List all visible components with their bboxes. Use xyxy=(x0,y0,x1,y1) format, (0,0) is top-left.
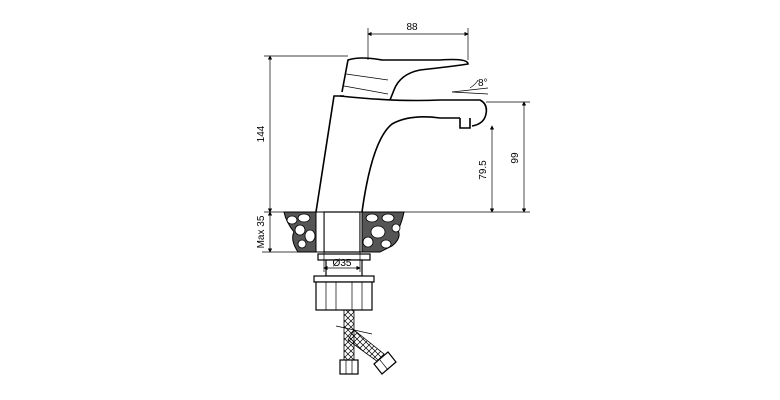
label-outlet-height: 99 xyxy=(510,152,521,164)
countertop-left xyxy=(283,211,317,253)
dimension-lever-angle: 8° xyxy=(451,78,489,95)
dimension-hole-diameter: Ø35 xyxy=(323,252,361,272)
faucet-body xyxy=(315,95,488,213)
dimension-counter-thickness: Max 35 xyxy=(256,211,298,253)
flexible-hoses xyxy=(335,309,397,375)
dimension-total-height: 144 xyxy=(256,55,348,213)
label-spout-height: 79.5 xyxy=(478,160,489,180)
dimension-outlet-height: 99 xyxy=(486,101,530,213)
label-lever-reach: 88 xyxy=(406,22,418,33)
dimension-spout-height: 79.5 xyxy=(404,125,498,213)
label-hole-diameter: Ø35 xyxy=(333,258,352,269)
dimension-lever-reach: 88 xyxy=(367,22,469,60)
thread-nut xyxy=(313,253,375,311)
label-total-height: 144 xyxy=(256,125,267,142)
label-lever-angle: 8° xyxy=(478,78,488,89)
label-counter-thickness: Max 35 xyxy=(256,215,267,248)
countertop-right xyxy=(361,211,405,253)
mounting-shank xyxy=(315,211,363,253)
lever-handle[interactable] xyxy=(341,57,469,101)
